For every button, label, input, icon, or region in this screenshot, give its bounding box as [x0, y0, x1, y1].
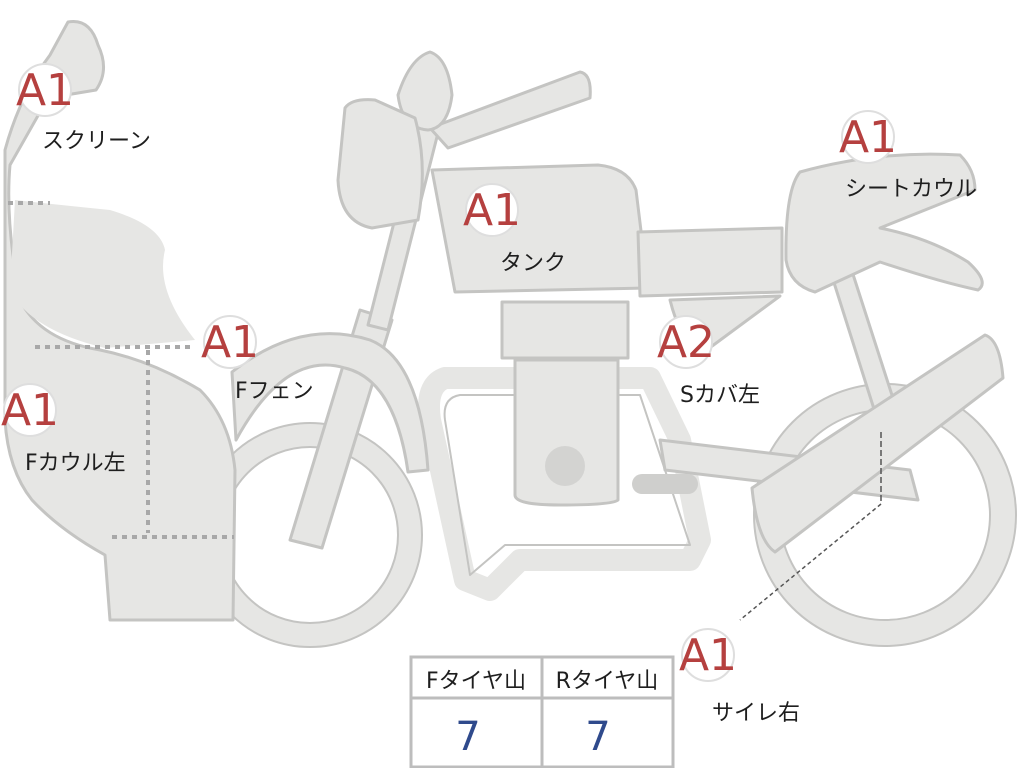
- grade-badge-bg: [203, 315, 257, 369]
- part-label: Fフェン: [235, 379, 314, 404]
- frame-lower-loop: [418, 367, 711, 601]
- engine-block: [513, 358, 620, 507]
- footpeg: [632, 474, 698, 494]
- front-tire-value: 7: [455, 714, 480, 760]
- grade-badge: A1: [201, 317, 259, 368]
- grade-badge-bg: [465, 183, 519, 237]
- part-callout-muffler-right: A1 サイレ右: [679, 628, 800, 726]
- front-tire-header: Fタイヤ山: [426, 669, 526, 694]
- seat-cowl: [784, 152, 984, 294]
- part-label: Fカウル左: [25, 451, 126, 476]
- muffler: [750, 333, 1005, 554]
- part-label: スクリーン: [42, 129, 151, 154]
- handlebar: [428, 70, 592, 150]
- grade-badge: A1: [679, 630, 737, 681]
- front-fender: [230, 332, 430, 474]
- part-label: Sカバ左: [680, 383, 760, 408]
- tire-table: Fタイヤ山 Rタイヤ山 7 7: [409, 655, 675, 768]
- grade-badge: A1: [16, 65, 74, 116]
- part-callout-screen: A1 スクリーン: [16, 63, 151, 154]
- grade-badge-bg: [3, 383, 57, 437]
- part-label: サイレ右: [712, 701, 800, 726]
- engine-cover: [545, 446, 585, 486]
- part-label: シートカウル: [845, 177, 977, 202]
- grade-badge-bg: [659, 315, 713, 369]
- part-grades: A1スクリーンA1タンクA1シートカウルA1FフェンA2Sカバ左A1Fカウル左A…: [1, 63, 977, 726]
- grade-badge: A1: [463, 185, 521, 236]
- grade-badge: A2: [657, 317, 715, 368]
- grade-badge: A1: [1, 385, 59, 436]
- headlight: [336, 98, 424, 230]
- seat: [636, 226, 784, 298]
- grade-badge: A1: [839, 112, 897, 163]
- grade-badge-bg: [841, 110, 895, 164]
- rear-tire-header: Rタイヤ山: [556, 669, 659, 694]
- grade-badge-bg: [18, 63, 72, 117]
- leader-line-diagonal: [739, 503, 882, 621]
- engine-head: [500, 300, 630, 360]
- frame-lower-outline: [443, 394, 691, 576]
- part-callout-tank: A1 タンク: [463, 183, 566, 276]
- front-cowl-upper: [10, 200, 195, 348]
- part-label: タンク: [500, 251, 566, 276]
- rear-tire-value: 7: [585, 714, 610, 760]
- grade-badge-bg: [681, 628, 735, 682]
- part-callout-seat-cowl: A1 シートカウル: [839, 110, 977, 202]
